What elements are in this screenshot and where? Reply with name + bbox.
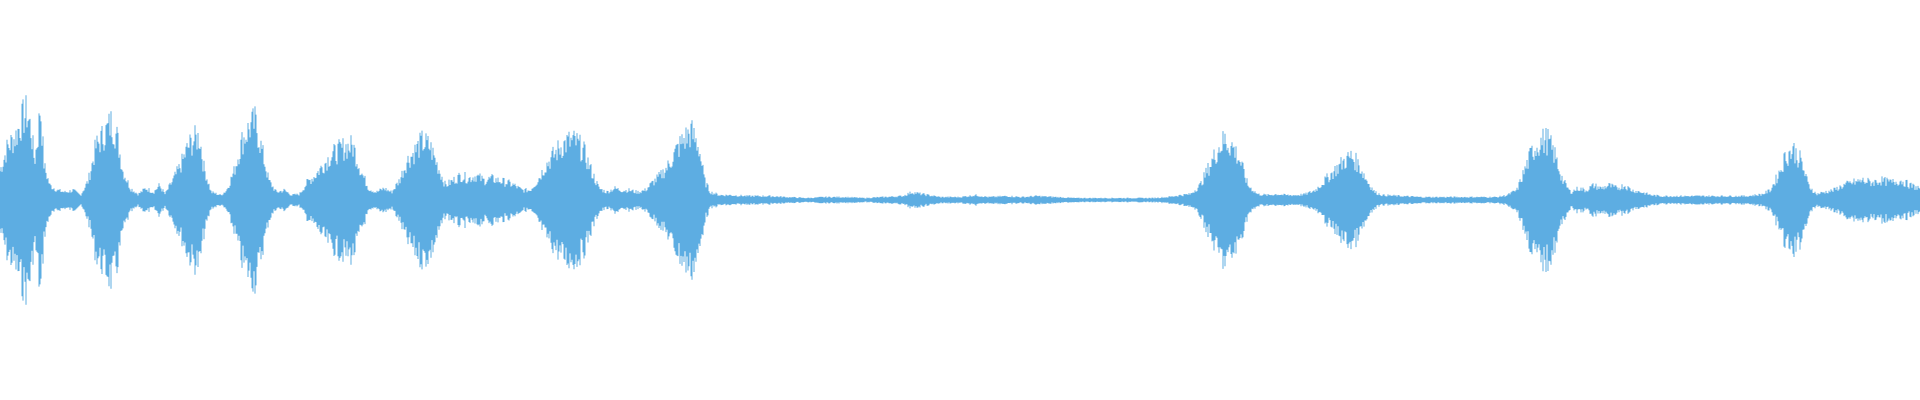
audio-waveform: [0, 95, 1920, 305]
waveform-graphic: [0, 95, 1920, 305]
